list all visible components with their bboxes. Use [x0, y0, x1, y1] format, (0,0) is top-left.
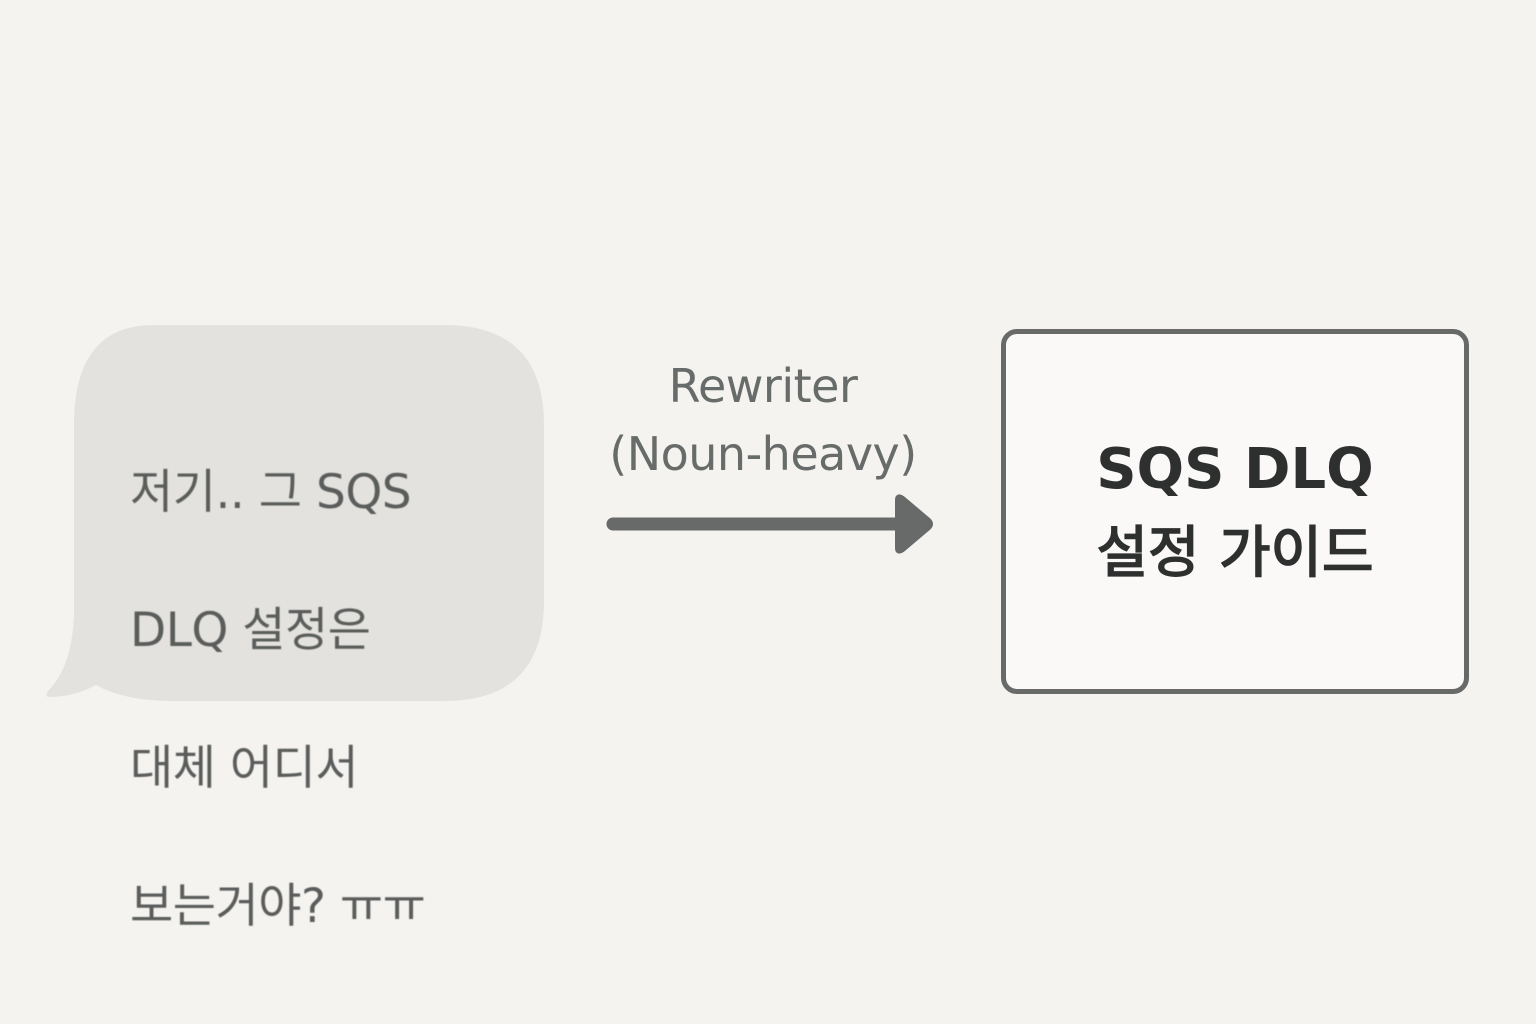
source-chat-bubble: 저기.. 그 SQS DLQ 설정은 대체 어디서 보는거야? ㅠㅠ [44, 325, 544, 934]
source-line: 보는거야? ㅠㅠ [130, 879, 426, 934]
rewriter-label: Rewriter (Noun-heavy) [590, 352, 936, 488]
source-line: DLQ 설정은 [130, 603, 371, 658]
rewriter-subtitle: (Noun-heavy) [609, 427, 917, 481]
result-line: SQS DLQ [1096, 436, 1374, 502]
source-line: 대체 어디서 [130, 741, 359, 796]
source-message-text: 저기.. 그 SQS DLQ 설정은 대체 어디서 보는거야? ㅠㅠ [130, 389, 530, 1010]
result-box: SQS DLQ 설정 가이드 [1001, 329, 1469, 694]
result-line: 설정 가이드 [1096, 520, 1374, 586]
speech-bubble-shape [46, 325, 544, 701]
right-arrow-icon [606, 494, 933, 554]
source-line: 저기.. 그 SQS [130, 465, 412, 520]
rewriter-title: Rewriter [668, 359, 858, 413]
